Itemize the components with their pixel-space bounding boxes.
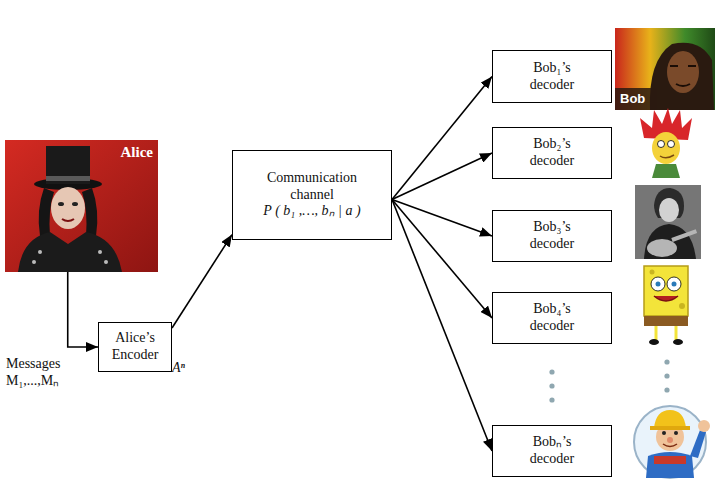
- alice-photo-part: [58, 202, 64, 206]
- decoder-box: Bobₙ’s decoder: [492, 425, 612, 477]
- bob-the-builder-cartoon-part: [674, 431, 678, 435]
- bob-dylan-photo-part: [635, 185, 701, 259]
- photo-caption: Bob: [620, 91, 645, 107]
- sideshow-bob-cartoon: [640, 108, 692, 178]
- bob-the-builder-cartoon-part: [663, 444, 677, 447]
- spongebob-cartoon-part: [675, 326, 678, 340]
- spongebob-cartoon-part: [656, 282, 661, 287]
- bob-the-builder-cartoon-part: [634, 406, 706, 478]
- ellipsis-dots-part: [549, 383, 554, 388]
- node-text: Bobₙ’s decoder: [515, 434, 589, 468]
- alice-photo-part: [5, 140, 158, 272]
- bob-the-builder-cartoon-part: [646, 452, 694, 478]
- bob-the-builder-cartoon-part: [662, 431, 666, 435]
- spongebob-cartoon-part: [651, 277, 665, 291]
- ellipsis-dots-part: [664, 387, 669, 392]
- spongebob-cartoon-part: [673, 339, 683, 345]
- decoder-box: Bob₃’s decoder: [492, 210, 612, 262]
- node-text: Bob₂’s decoder: [515, 136, 589, 170]
- bob-the-builder-cartoon-part: [667, 437, 673, 443]
- sideshow-bob-cartoon-part: [652, 132, 680, 164]
- spongebob-cartoon-part: [650, 270, 655, 275]
- channel-box: Communication channelP ( b₁ ,…, bₙ | a ): [232, 150, 392, 240]
- spongebob-cartoon-part: [644, 316, 688, 326]
- bob-marley-photo-part: [667, 51, 699, 93]
- bob-dylan-photo-part: [647, 239, 677, 257]
- arrow-connector: [392, 153, 492, 200]
- alice-photo-part: [18, 232, 122, 272]
- node-text: Communication channel: [247, 170, 377, 204]
- spongebob-cartoon-part: [649, 339, 659, 345]
- spongebob-cartoon-part: [672, 282, 677, 287]
- arrow-connector: [68, 272, 98, 347]
- ellipsis-dots-part: [549, 397, 554, 402]
- signal-label: Aⁿ: [172, 360, 185, 377]
- bob-dylan-photo-part: [659, 198, 679, 222]
- ellipsis-dots-part: [664, 359, 669, 364]
- spongebob-cartoon-part: [679, 303, 685, 309]
- node-text: Alice: [121, 143, 153, 161]
- bob-the-builder-cartoon-part: [690, 430, 706, 458]
- ellipsis-dots-part: [664, 373, 669, 378]
- alice-photo-part: [98, 250, 102, 254]
- spongebob-cartoon-part: [654, 296, 678, 301]
- bob-marley-photo-part: [676, 84, 690, 86]
- bob-the-builder-cartoon: [634, 406, 710, 478]
- bob-dylan-photo-part: [635, 185, 701, 259]
- encoder-box: Alice’s Encoder: [98, 322, 172, 372]
- decoder-box: Bob₄’s decoder: [492, 292, 612, 344]
- spongebob-cartoon-part: [644, 266, 688, 316]
- message-label: Messages M₁,...,Mₙ: [6, 356, 98, 390]
- alice-photo-part: [38, 250, 42, 254]
- bob-marley-photo-part: [670, 65, 696, 67]
- decoder-box: Bob₁’s decoder: [492, 50, 612, 103]
- node-text: Bob₄’s decoder: [515, 301, 589, 335]
- sideshow-bob-cartoon-part: [660, 155, 674, 158]
- bob-marley-photo-part: [650, 43, 714, 110]
- node-text: Bob₃’s decoder: [515, 219, 589, 253]
- alice-photo-part: [72, 202, 78, 206]
- bob-dylan-photo-part: [644, 224, 696, 259]
- alice-photo-part: [32, 260, 36, 264]
- alice-photo-part: [46, 176, 90, 181]
- spongebob-cartoon-part: [655, 326, 658, 340]
- sideshow-bob-cartoon-part: [652, 164, 680, 178]
- decoder-box: Bob₂’s decoder: [492, 127, 612, 179]
- bob-the-builder-cartoon-part: [654, 456, 686, 464]
- ellipsis-dots: [549, 359, 669, 402]
- sideshow-bob-cartoon-part: [658, 141, 665, 148]
- node-text: Bob₁’s decoder: [515, 60, 589, 94]
- sender-photo: Alice: [5, 140, 158, 272]
- bob-marley-photo-part: [615, 28, 715, 110]
- alice-photo-part: [51, 187, 85, 229]
- ellipsis-dots-part: [549, 369, 554, 374]
- sideshow-bob-cartoon-part: [668, 141, 675, 148]
- bob-dylan-photo: [635, 185, 701, 259]
- arrow-connector: [392, 77, 492, 200]
- alice-photo-part: [46, 146, 90, 184]
- alice-photo-part: [62, 219, 74, 221]
- bob-dylan-photo-part: [671, 229, 697, 242]
- bob-the-builder-cartoon-part: [698, 420, 710, 432]
- bob-marley-photo: [615, 28, 715, 110]
- bob-the-builder-cartoon-part: [654, 410, 686, 428]
- arrow-connector: [392, 200, 492, 319]
- spongebob-cartoon: [644, 266, 688, 345]
- bob-marley-photo-part: [615, 88, 657, 110]
- alice-photo-part: [104, 260, 108, 264]
- arrow-connector: [392, 200, 492, 452]
- bob-the-builder-cartoon-part: [650, 426, 690, 430]
- node-text: Alice’s Encoder: [105, 330, 165, 364]
- spongebob-cartoon-part: [667, 277, 681, 291]
- node-text: P ( b₁ ,…, bₙ | a ): [263, 203, 360, 220]
- alice-photo: [5, 140, 158, 272]
- arrow-connector: [172, 235, 232, 328]
